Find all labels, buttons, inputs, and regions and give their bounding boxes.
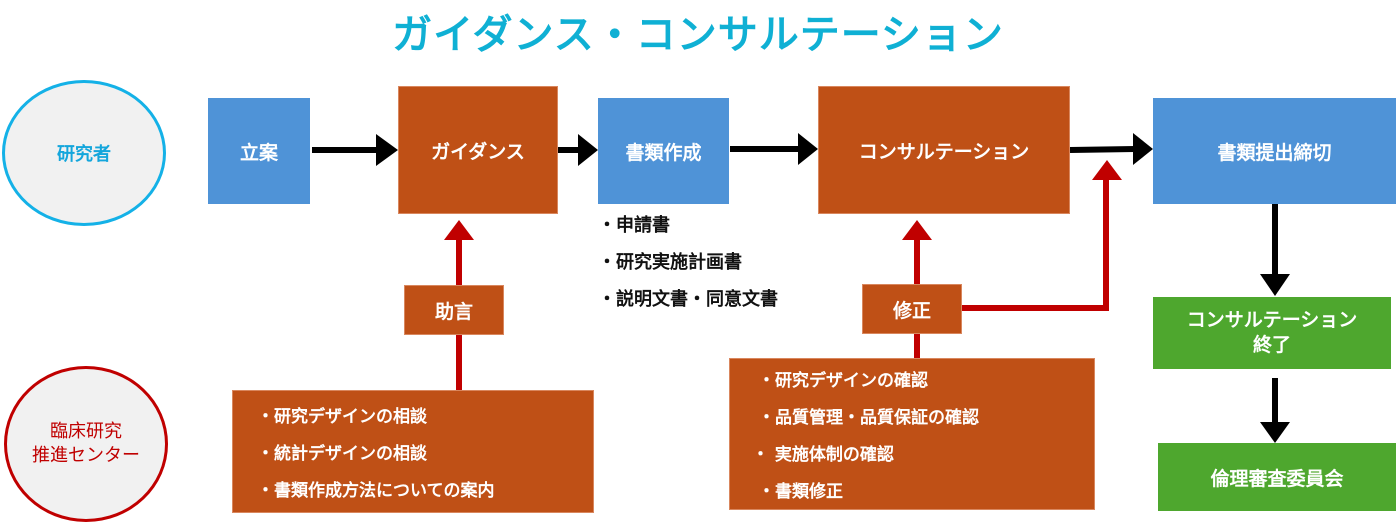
revision-items-box: ・研究デザインの確認 ・品質管理・品質保証の確認 ・ 実施体制の確認 ・書類修正: [729, 358, 1095, 510]
consultation-label: コンサルテーション: [858, 140, 1030, 163]
arrow-consultation-to-deadline: [1069, 146, 1136, 153]
ethics-committee-label: 倫理審査委員会: [1210, 467, 1344, 490]
revision-label-box: 修正: [862, 284, 962, 334]
center-label-line1: 臨床研究: [50, 420, 122, 442]
advice-item: ・書類作成方法についての案内: [257, 481, 495, 501]
advice-label-box: 助言: [404, 285, 504, 335]
arrowhead-deadline-to-end: [1260, 274, 1290, 296]
arrowhead-docs-to-consultation: [798, 133, 818, 165]
consultation-end-line2: 終了: [1252, 334, 1291, 356]
document-item: ・説明文書・同意文書: [598, 289, 778, 310]
consultation-end-line1: コンサルテーション: [1186, 309, 1358, 332]
ethics-committee-step: 倫理審査委員会: [1158, 443, 1396, 511]
consultation-end-step: コンサルテーション 終了: [1153, 297, 1391, 369]
advice-item: ・統計デザインの相談: [257, 444, 427, 464]
plan-step: 立案: [208, 98, 310, 204]
revision-label: 修正: [892, 299, 931, 322]
center-label-line2: 推進センター: [32, 445, 140, 466]
submission-deadline-step: 書類提出締切: [1153, 98, 1396, 204]
document-item: ・研究実施計画書: [598, 252, 742, 273]
researcher-label: 研究者: [57, 144, 111, 165]
arrowhead-revision-to-consultation: [902, 220, 932, 240]
advice-item: ・研究デザインの相談: [257, 407, 427, 427]
center-actor: 臨床研究 推進センター: [4, 366, 168, 522]
revision-item: ・ 実施体制の確認: [752, 445, 894, 465]
arrow-revision-to-deadline: [960, 178, 1109, 311]
arrowhead-plan-to-guidance: [376, 134, 398, 166]
page-title: ガイダンス・コンサルテーション: [392, 12, 1004, 58]
arrowhead-guidance-to-docs: [578, 134, 598, 166]
documents-list: ・申請書 ・研究実施計画書 ・説明文書・同意文書: [598, 207, 778, 318]
plan-label: 立案: [239, 141, 278, 164]
advice-items-box: ・研究デザインの相談 ・統計デザインの相談 ・書類作成方法についての案内: [232, 390, 594, 513]
advice-label: 助言: [434, 300, 473, 323]
arrowhead-end-to-ethics: [1260, 422, 1290, 443]
consultation-step: コンサルテーション: [818, 86, 1070, 214]
revision-item: ・書類修正: [758, 482, 843, 502]
document-item: ・申請書: [598, 215, 670, 236]
revision-item: ・研究デザインの確認: [758, 371, 928, 391]
researcher-actor: 研究者: [2, 80, 166, 226]
arrowhead-consultation-to-deadline: [1133, 133, 1153, 165]
submission-deadline-label: 書類提出締切: [1217, 141, 1332, 164]
guidance-label: ガイダンス: [431, 140, 525, 163]
revision-item: ・品質管理・品質保証の確認: [758, 408, 979, 428]
arrowhead-revision-to-deadline: [1092, 160, 1122, 180]
guidance-step: ガイダンス: [398, 86, 558, 214]
arrowhead-advice-to-guidance: [444, 220, 474, 240]
doc-creation-label: 書類作成: [625, 141, 702, 164]
doc-creation-step: 書類作成: [598, 98, 729, 204]
